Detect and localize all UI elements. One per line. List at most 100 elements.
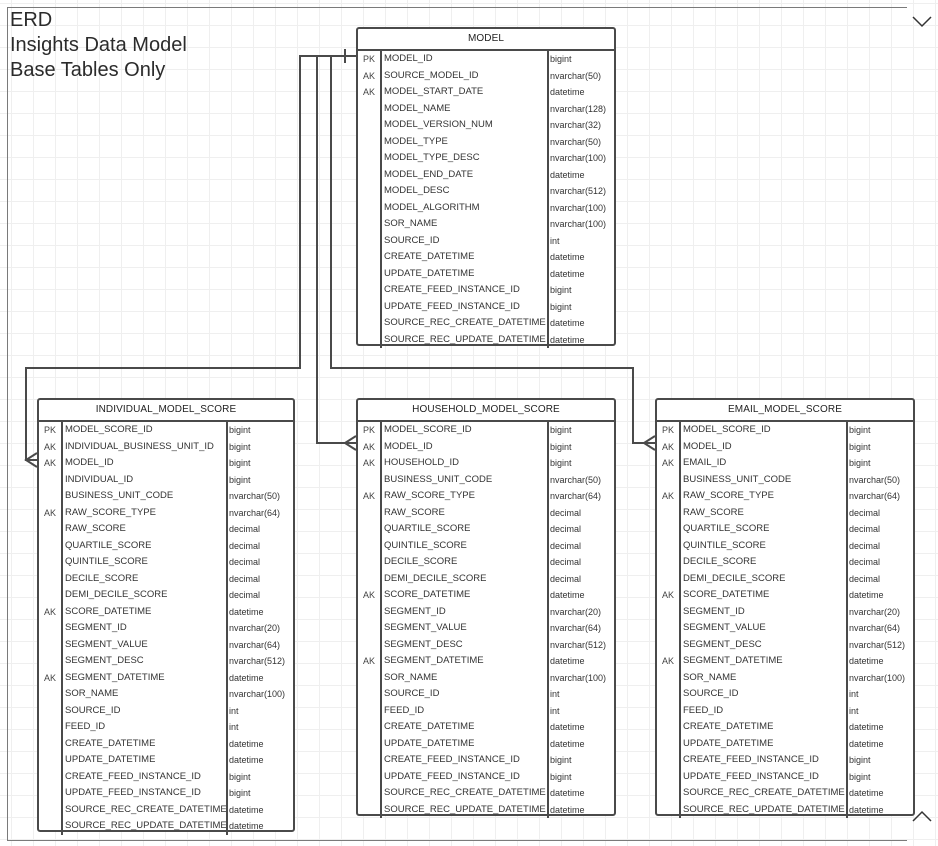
chevron-down-icon[interactable] (911, 14, 933, 30)
chevron-up-icon[interactable] (911, 808, 933, 824)
column-type: bigint (550, 458, 572, 468)
column-type: nvarchar(50) (550, 136, 602, 147)
column-name: DEMI_DECILE_SCORE (384, 572, 487, 584)
